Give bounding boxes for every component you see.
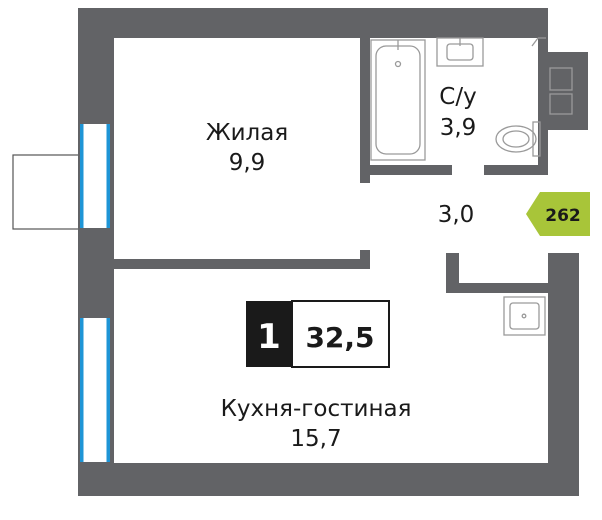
apartment-number-badge: 262 — [526, 192, 590, 236]
sink-icon — [436, 37, 484, 67]
total-area: 32,5 — [305, 321, 374, 354]
kitchen-area: 15,7 — [290, 426, 341, 452]
apartment-summary: 1 32,5 — [246, 300, 390, 368]
interior-walls — [114, 38, 548, 293]
toilet-icon — [495, 121, 541, 157]
rooms-count: 1 — [257, 317, 281, 357]
bathroom-name: С/у — [439, 84, 476, 110]
balcony — [12, 154, 80, 230]
bathroom-area: 3,9 — [440, 115, 477, 141]
kitchen-name: Кухня-гостиная — [221, 396, 412, 422]
exterior-walls — [78, 8, 588, 496]
windows — [80, 124, 110, 462]
living-room-area: 9,9 — [229, 150, 266, 176]
living-room-name: Жилая — [206, 120, 288, 146]
bathtub-icon — [370, 39, 426, 161]
apartment-number: 262 — [545, 206, 581, 226]
hall-area: 3,0 — [438, 202, 475, 228]
kitchen-sink-icon — [503, 296, 546, 336]
washing-machine-icon — [531, 37, 573, 115]
